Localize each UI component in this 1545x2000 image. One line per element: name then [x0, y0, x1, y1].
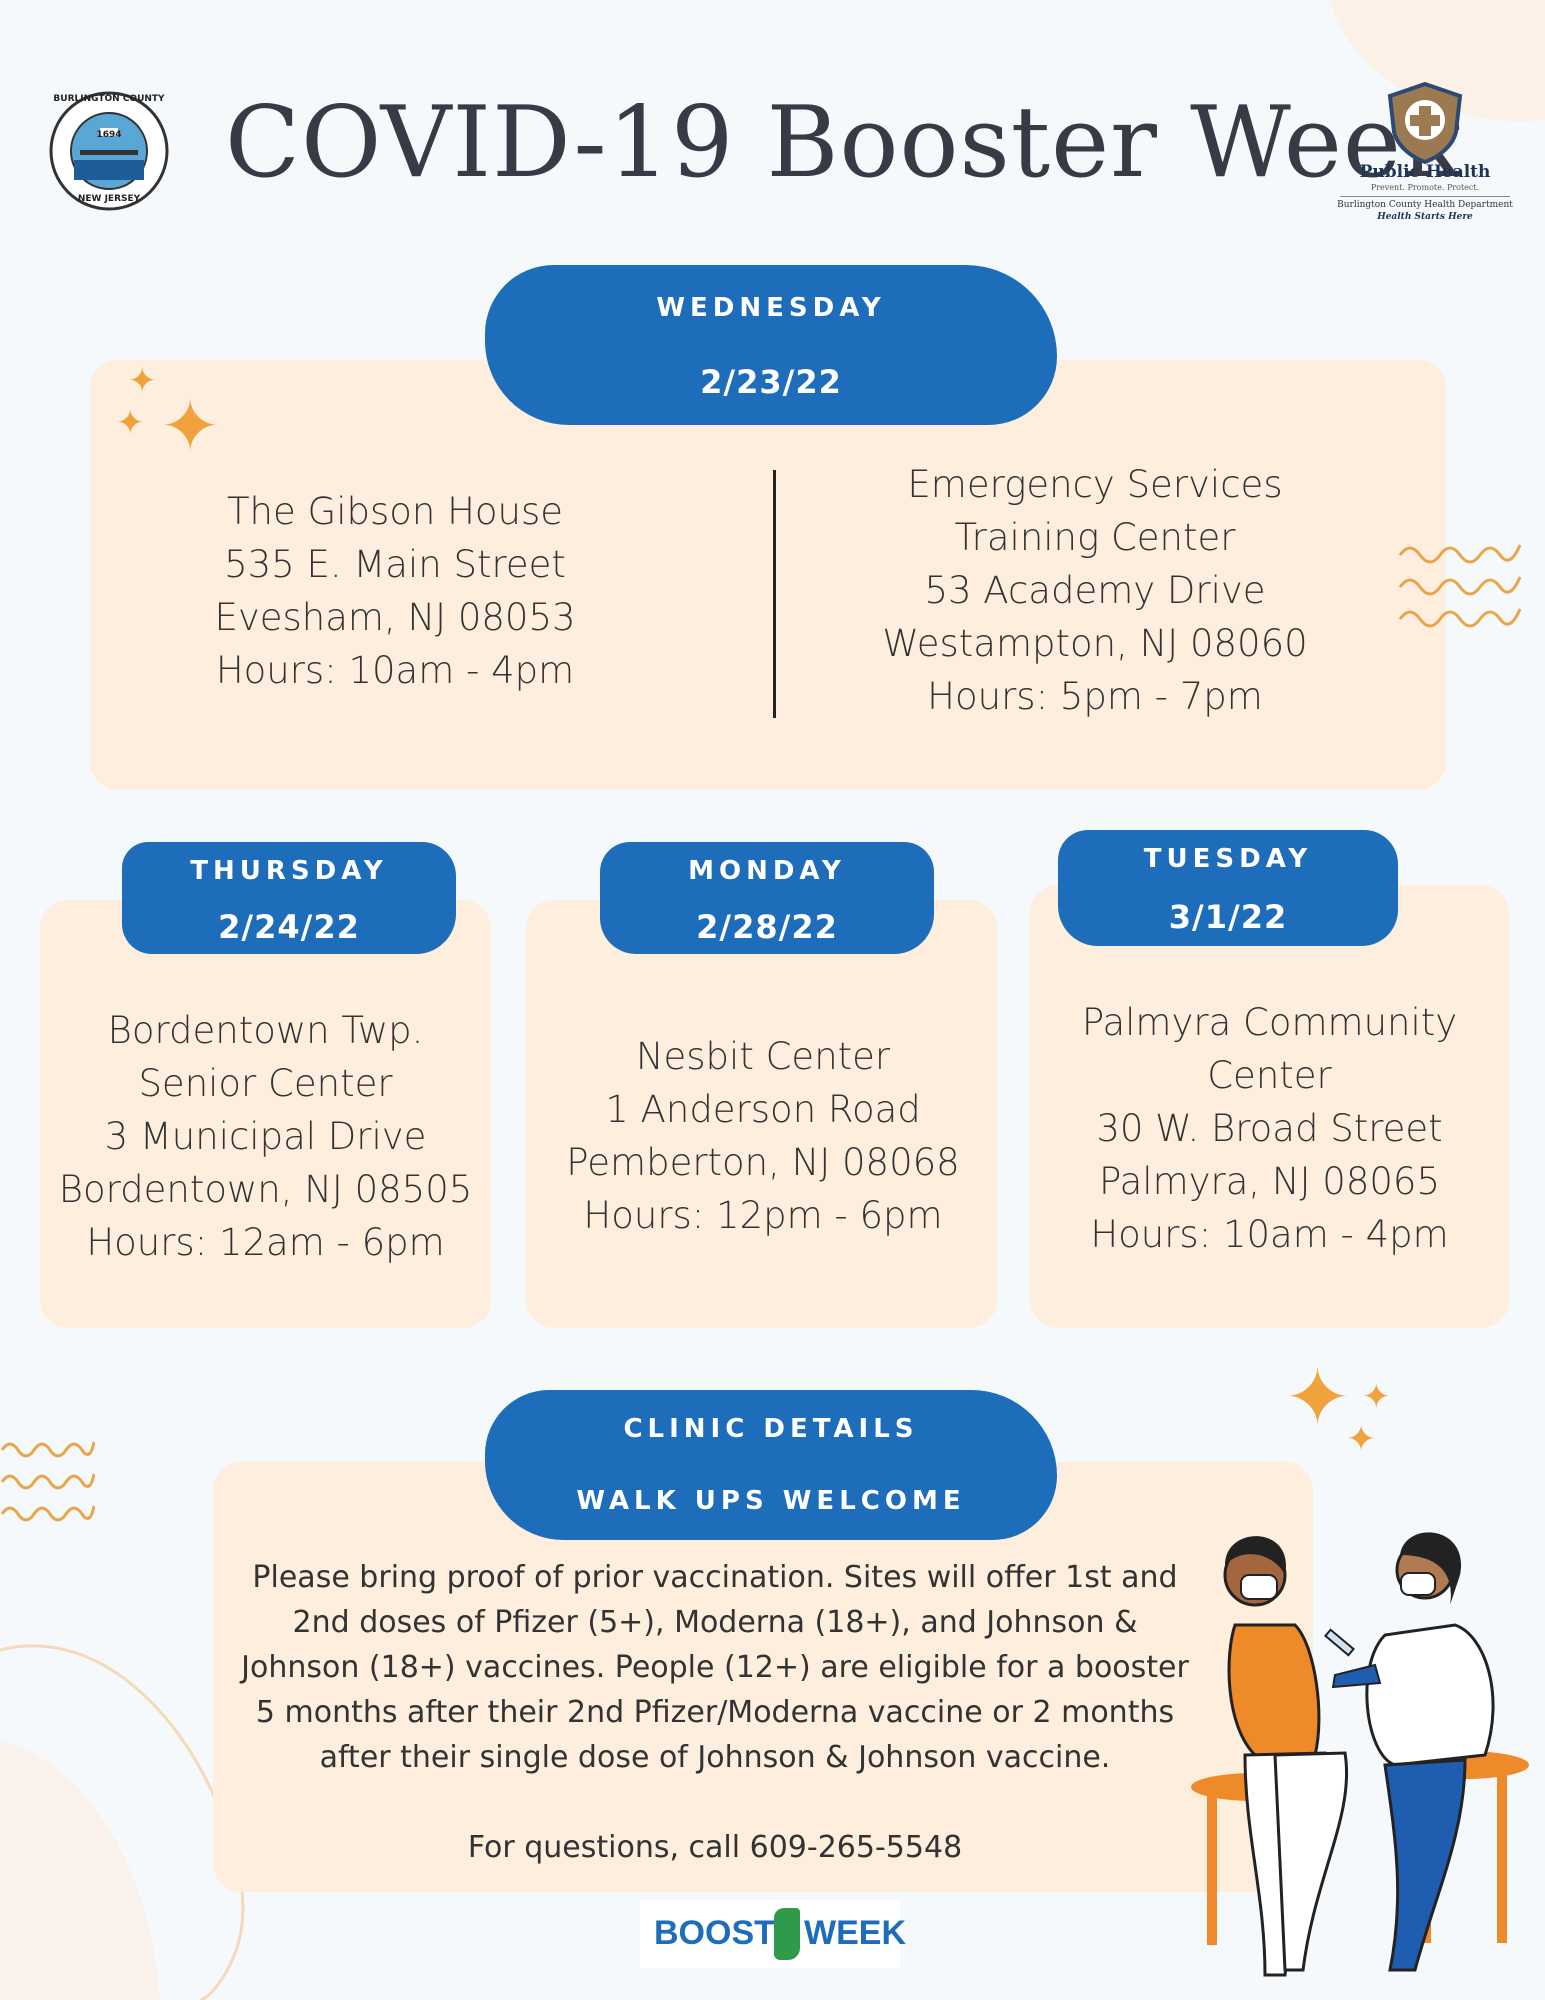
site-city: Palmyra, NJ 08065	[1098, 1160, 1440, 1203]
divider	[773, 470, 776, 718]
sparkle-icon: ✦	[116, 403, 145, 443]
sparkle-icon: ✦	[1346, 1419, 1377, 1460]
date-label: 2/24/22	[218, 908, 360, 946]
site-city: Evesham, NJ 08053	[214, 596, 576, 639]
wednesday-label: WEDNESDAY 2/23/22	[485, 265, 1057, 425]
site-palmyra: Palmyra Community Center 30 W. Broad Str…	[1030, 996, 1509, 1261]
site-street: 53 Academy Drive	[924, 569, 1266, 612]
site-gibson-house: The Gibson House 535 E. Main Street Eves…	[160, 485, 630, 697]
site-street: 535 E. Main Street	[224, 543, 566, 586]
site-hours: Hours: 12am - 6pm	[86, 1221, 445, 1264]
page-title: COVID-19 Booster Week	[225, 86, 1463, 200]
clinic-heading: CLINIC DETAILS	[623, 1414, 919, 1444]
site-city: Westampton, NJ 08060	[882, 622, 1308, 665]
site-hours: Hours: 12pm - 6pm	[583, 1194, 943, 1237]
boost-text: BOOST	[654, 1914, 775, 1952]
shield-icon	[1387, 82, 1463, 164]
clinic-contact: For questions, call 609-265-5548	[467, 1830, 963, 1865]
boost-nj-week-logo: BOOST WEEK	[640, 1900, 906, 1968]
site-name: Nesbit Center	[635, 1035, 891, 1078]
date-label: 2/23/22	[700, 363, 842, 401]
tuesday-card	[1030, 885, 1509, 1328]
logo-tagline: Prevent. Promote. Protect.	[1370, 183, 1480, 192]
sparkle-icon: ✦	[1362, 1377, 1391, 1417]
date-label: 3/1/22	[1168, 898, 1288, 936]
seal-bottom-text: NEW JERSEY	[77, 194, 141, 204]
day-label: MONDAY	[688, 856, 846, 886]
site-name: Bordentown Twp.	[107, 1009, 424, 1052]
burlington-county-seal: BURLINGTON COUNTY 1694 NEW JERSEY	[48, 90, 170, 212]
thursday-label: THURSDAY 2/24/22	[122, 842, 456, 954]
site-city: Pemberton, NJ 08068	[566, 1141, 960, 1184]
site-nesbit-center: Nesbit Center 1 Anderson Road Pemberton,…	[530, 1030, 996, 1242]
tuesday-label: TUESDAY 3/1/22	[1058, 830, 1398, 946]
wednesday-card	[90, 360, 1446, 790]
day-label: THURSDAY	[190, 856, 388, 886]
nj-state-icon	[774, 1908, 800, 1960]
date-label: 2/28/22	[696, 908, 838, 946]
site-city: Bordentown, NJ 08505	[58, 1168, 473, 1211]
day-label: TUESDAY	[1143, 844, 1313, 874]
background-corner	[1330, 0, 1545, 122]
seal-year: 1694	[96, 130, 122, 140]
clinic-label: CLINIC DETAILS WALK UPS WELCOME	[485, 1390, 1057, 1540]
site-name: The Gibson House	[226, 490, 564, 533]
logo-dept: Burlington County Health Department	[1337, 200, 1513, 210]
wave-decoration	[1398, 544, 1522, 628]
week-text: WEEK	[804, 1914, 906, 1952]
site-street: 3 Municipal Drive	[104, 1115, 427, 1158]
public-health-logo: Public Health Prevent. Promote. Protect.…	[1320, 82, 1530, 232]
site-name: Emergency Services	[907, 463, 1283, 506]
monday-label: MONDAY 2/28/22	[600, 842, 934, 954]
sparkle-icon: ✦	[1284, 1351, 1352, 1444]
clinic-body-text: Please bring proof of prior vaccination.…	[241, 1560, 1189, 1775]
logo-slogan: Health Starts Here	[1377, 212, 1473, 222]
site-street: 30 W. Broad Street	[1096, 1107, 1443, 1150]
logo-name: Public Health	[1359, 162, 1491, 182]
sparkle-icon: ✦	[128, 361, 157, 401]
vaccination-illustration	[1191, 1532, 1529, 1977]
clinic-subheading: WALK UPS WELCOME	[576, 1486, 966, 1516]
seal-top-text: BURLINGTON COUNTY	[53, 94, 165, 104]
logo-divider	[1340, 196, 1510, 197]
sparkle-icon: ✦	[160, 384, 221, 468]
site-name: Palmyra Community Center	[1081, 1001, 1458, 1097]
site-hours: Hours: 10am - 4pm	[1090, 1213, 1449, 1256]
site-bordentown: Bordentown Twp. Senior Center 3 Municipa…	[45, 1004, 486, 1269]
site-hours: Hours: 10am - 4pm	[215, 649, 575, 692]
thursday-card	[40, 900, 491, 1328]
site-name-2: Training Center	[954, 516, 1236, 559]
site-emergency-services: Emergency Services Training Center 53 Ac…	[860, 458, 1330, 723]
monday-card	[526, 900, 997, 1328]
day-label: WEDNESDAY	[656, 293, 886, 323]
wave-decoration	[0, 1441, 95, 1522]
site-hours: Hours: 5pm - 7pm	[927, 675, 1263, 718]
site-street: 1 Anderson Road	[605, 1088, 921, 1131]
seal-icon	[49, 91, 169, 211]
site-name-2: Senior Center	[138, 1062, 393, 1105]
